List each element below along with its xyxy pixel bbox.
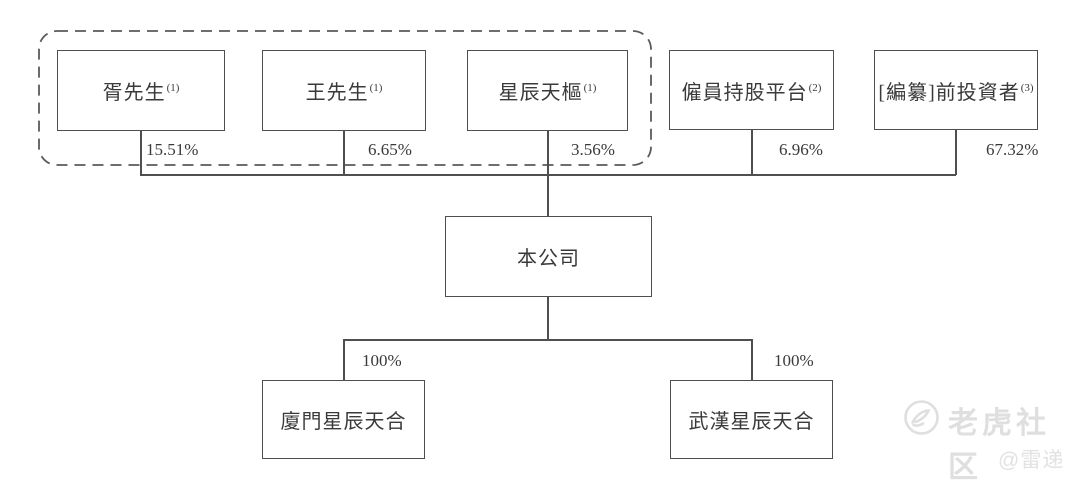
node-subsidiary-wuhan: 武漢星辰天合 xyxy=(670,380,833,459)
node-shareholder-mr-wang: 王先生(1) xyxy=(262,50,426,131)
connector-line xyxy=(955,130,957,175)
node-label: 胥先生(1) xyxy=(102,82,180,104)
node-company: 本公司 xyxy=(445,216,652,297)
footnote-marker: (1) xyxy=(583,82,597,95)
node-label: 廈門星辰天合 xyxy=(280,411,407,433)
node-label: 王先生(1) xyxy=(305,82,383,104)
connector-line xyxy=(751,339,753,381)
subsidiaries-bus-line xyxy=(343,339,753,341)
ownership-percent: 67.32% xyxy=(986,140,1039,159)
connector-line xyxy=(343,131,345,175)
node-shareholder-pre-investors: [編纂]前投資者(3) xyxy=(874,50,1038,130)
founders-group-outline xyxy=(38,30,652,166)
footnote-marker: (1) xyxy=(166,82,180,95)
tiger-logo-icon xyxy=(903,399,940,436)
node-shareholder-employee-platform: 僱員持股平台(2) xyxy=(669,50,834,130)
node-shareholder-xingchen-tianshu: 星辰天樞(1) xyxy=(467,50,628,131)
footnote-marker: (1) xyxy=(369,82,383,95)
node-label: 星辰天樞(1) xyxy=(498,82,597,104)
footnote-marker: (2) xyxy=(808,81,822,94)
ownership-percent: 3.56% xyxy=(571,140,615,159)
connector-line xyxy=(547,297,549,340)
node-label: 武漢星辰天合 xyxy=(688,411,815,433)
shareholders-bus-line xyxy=(140,174,956,176)
node-shareholder-mr-xu: 胥先生(1) xyxy=(57,50,225,131)
node-label: [編纂]前投資者(3) xyxy=(878,81,1034,104)
connector-line xyxy=(343,339,345,381)
ownership-percent: 100% xyxy=(362,351,402,370)
ownership-percent: 15.51% xyxy=(146,140,199,159)
watermark-brand-text: 老虎社区 xyxy=(948,407,1050,481)
node-label: 本公司 xyxy=(517,248,580,270)
node-label: 僱員持股平台(2) xyxy=(681,81,822,104)
ownership-percent: 6.96% xyxy=(779,140,823,159)
ownership-percent: 6.65% xyxy=(368,140,412,159)
connector-line xyxy=(751,130,753,175)
ownership-percent: 100% xyxy=(774,351,814,370)
footnote-marker: (3) xyxy=(1020,81,1034,94)
node-subsidiary-xiamen: 廈門星辰天合 xyxy=(262,380,425,459)
watermark-author-text: @雷递 xyxy=(998,449,1065,472)
connector-line xyxy=(140,131,142,175)
